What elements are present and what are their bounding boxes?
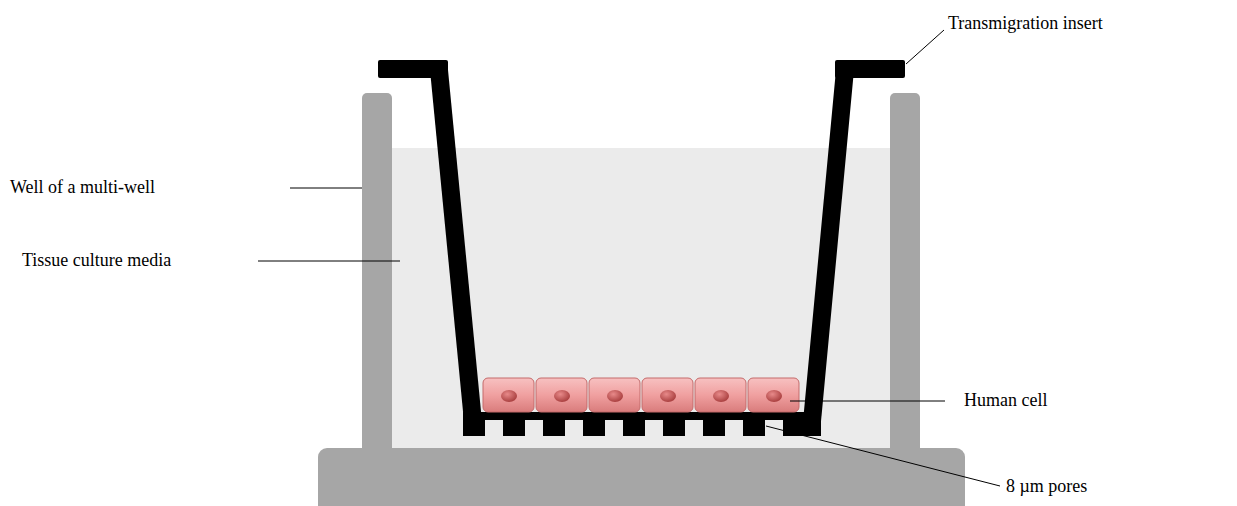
membrane-pillar <box>623 418 645 436</box>
leader-line <box>906 30 944 64</box>
membrane-pillar <box>703 418 725 436</box>
part-label: Tissue culture media <box>22 251 171 271</box>
leader-line <box>258 261 400 262</box>
membrane-pillar <box>663 418 685 436</box>
cell-nucleus <box>660 390 676 402</box>
cell-nucleus <box>607 390 623 402</box>
cell-nucleus <box>766 390 782 402</box>
membrane-pores <box>463 418 821 436</box>
part-label: Well of a multi-well <box>10 178 155 198</box>
part-label: 8 µm pores <box>1006 477 1087 497</box>
cell-nucleus <box>501 390 517 402</box>
leader-line <box>290 188 362 189</box>
human-cell <box>642 378 693 412</box>
leader-line <box>790 401 945 402</box>
membrane-pillar <box>743 418 765 436</box>
human-cell <box>748 378 799 412</box>
human-cell <box>695 378 746 412</box>
well-wall <box>362 93 392 455</box>
human-cell <box>483 378 534 412</box>
part-label: Human cell <box>964 391 1047 411</box>
well-base <box>318 448 965 506</box>
cell-layer <box>483 378 799 412</box>
cell-nucleus <box>554 390 570 402</box>
membrane-pillar <box>801 418 821 436</box>
membrane-pillar <box>543 418 565 436</box>
part-label: Transmigration insert <box>948 14 1103 34</box>
human-cell <box>536 378 587 412</box>
insert-wall <box>802 70 854 432</box>
membrane-pillar <box>503 418 525 436</box>
human-cell <box>589 378 640 412</box>
membrane-pillar <box>583 418 605 436</box>
membrane-pillar <box>463 418 485 436</box>
cell-nucleus <box>713 390 729 402</box>
insert-wall <box>430 70 483 432</box>
leader-line <box>766 426 1000 486</box>
